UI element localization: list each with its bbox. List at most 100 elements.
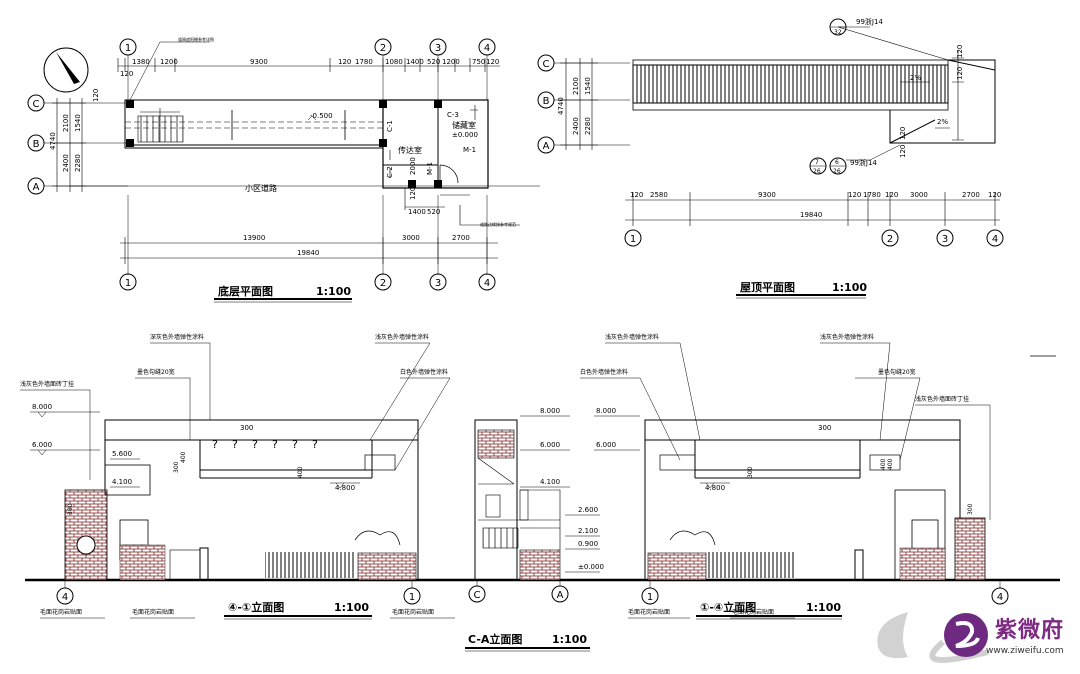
svg-text:6.000: 6.000 (32, 441, 52, 449)
roof-axis-bottom: 1 2 3 4 (624, 229, 1004, 247)
svg-text:B: B (543, 96, 550, 107)
svg-text:2700: 2700 (962, 191, 980, 199)
watermark-graphic (877, 612, 989, 663)
svg-text:26: 26 (833, 168, 841, 175)
roof-plan: C B A 4740 2100 2400 1540 2280 2% 2% 120… (537, 17, 1056, 357)
svg-text:1780: 1780 (355, 58, 373, 66)
svg-text:1400: 1400 (408, 208, 426, 216)
elevation-levels: 8.000 6.000 5.600 4.100 4.800 (30, 403, 360, 492)
svg-text:毛面花岗岩贴面: 毛面花岗岩贴面 (40, 608, 82, 616)
svg-text:C: C (543, 59, 550, 70)
svg-text:120: 120 (486, 58, 499, 66)
svg-text:2400: 2400 (572, 117, 580, 135)
bottom-dims: 13900 3000 2700 19840 (243, 234, 470, 257)
left-dims: 4740 2100 2400 1540 2280 120 (49, 89, 100, 172)
floor-plan: 1 2 3 4 120 1380 1200 9300 120 1780 1080… (27, 36, 540, 303)
svg-text:1400: 1400 (406, 58, 424, 66)
svg-text:M-1: M-1 (463, 146, 476, 154)
svg-text:0.900: 0.900 (578, 540, 598, 548)
top-dims: 120 1380 1200 9300 120 1780 1080 1400 52… (120, 58, 499, 78)
svg-text:520: 520 (427, 58, 440, 66)
roof-plan-scale: 1:100 (832, 281, 867, 294)
axis-bubbles-bottom: 1 2 3 4 (119, 273, 496, 291)
svg-text:1: 1 (125, 278, 131, 289)
north-arrow-icon (43, 47, 89, 93)
svg-text:2000: 2000 (409, 157, 417, 175)
svg-text:2580: 2580 (650, 191, 668, 199)
svg-text:墨色勾缝20宽: 墨色勾缝20宽 (878, 368, 916, 376)
svg-text:120: 120 (899, 145, 907, 158)
svg-text:1200: 1200 (442, 58, 460, 66)
svg-text:C-3: C-3 (447, 111, 459, 119)
svg-text:750: 750 (472, 58, 485, 66)
svg-text:99浙J14: 99浙J14 (850, 158, 877, 167)
svg-text:120: 120 (338, 58, 351, 66)
svg-text:2100: 2100 (62, 114, 70, 132)
svg-text:120: 120 (120, 70, 133, 78)
svg-text:300: 300 (818, 424, 831, 432)
svg-text:C: C (474, 590, 481, 601)
axis-bubbles-top: 1 2 3 4 (119, 38, 496, 56)
svg-text:300: 300 (967, 503, 974, 515)
svg-text:520: 520 (427, 208, 440, 216)
floor-plan-scale: 1:100 (316, 285, 351, 298)
svg-text:毛面花岗岩贴面: 毛面花岗岩贴面 (732, 608, 774, 616)
svg-text:9300: 9300 (250, 58, 268, 66)
svg-text:120: 120 (885, 191, 898, 199)
svg-text:8.000: 8.000 (32, 403, 52, 411)
svg-text:浅灰色外墙面砖丁挂: 浅灰色外墙面砖丁挂 (20, 380, 74, 388)
svg-text:120: 120 (988, 191, 1001, 199)
svg-text:1540: 1540 (74, 114, 82, 132)
svg-text:2: 2 (887, 234, 893, 245)
svg-text:?: ? (252, 438, 258, 451)
svg-text:3: 3 (942, 234, 948, 245)
svg-text:4.100: 4.100 (540, 478, 560, 486)
svg-text:2280: 2280 (74, 154, 82, 172)
floor-plan-labels: -0.500 储藏室 ±0.000 传达室 C-1 C-2 C-3 M-1 M-… (245, 111, 516, 227)
svg-text:-0.500: -0.500 (310, 112, 333, 120)
svg-text:6.000: 6.000 (540, 441, 560, 449)
svg-text:毛面花岗岩贴面: 毛面花岗岩贴面 (392, 608, 434, 616)
svg-text:1080: 1080 (385, 58, 403, 66)
svg-text:1: 1 (409, 592, 415, 603)
svg-text:±0.000: ±0.000 (578, 563, 604, 571)
svg-text:?: ? (272, 438, 278, 451)
svg-text:2: 2 (380, 278, 386, 289)
elevation-1-4-title: ①-④立面图 (700, 600, 756, 614)
svg-text:B: B (33, 139, 40, 150)
svg-text:4: 4 (484, 278, 490, 289)
svg-text:C: C (33, 99, 40, 110)
unknown-marks: ? ? ? ? ? ? (212, 438, 318, 451)
svg-text:300: 300 (173, 461, 180, 473)
svg-text:C-2: C-2 (386, 166, 394, 178)
svg-text:3000: 3000 (910, 191, 928, 199)
svg-text:浅灰色外墙面砖丁挂: 浅灰色外墙面砖丁挂 (915, 395, 969, 403)
elevation-1-4-levels: 8.000 6.000 4.800 (594, 407, 730, 492)
elevation-1-4: 300 300 400 400 300 8.000 6.000 4.800 浅灰… (580, 333, 1009, 620)
svg-text:8.000: 8.000 (540, 407, 560, 415)
svg-text:120: 120 (409, 187, 417, 200)
axis-bubbles-left: C B A (27, 94, 45, 195)
svg-text:2700: 2700 (452, 234, 470, 242)
svg-text:3: 3 (435, 278, 441, 289)
svg-text:1:100: 1:100 (806, 601, 841, 614)
svg-text:19840: 19840 (800, 211, 822, 219)
svg-text:A: A (557, 590, 564, 601)
svg-text:3000: 3000 (402, 234, 420, 242)
svg-text:7: 7 (815, 159, 819, 166)
svg-text:6: 6 (835, 159, 839, 166)
svg-text:?: ? (232, 438, 238, 451)
svg-text:2400: 2400 (62, 154, 70, 172)
svg-text:储藏室: 储藏室 (452, 120, 476, 130)
svg-text:2: 2 (380, 43, 386, 54)
svg-text:120: 120 (848, 191, 861, 199)
svg-text:120: 120 (956, 67, 964, 80)
svg-text:3: 3 (435, 43, 441, 54)
svg-text:4: 4 (997, 592, 1003, 603)
svg-text:1:100: 1:100 (334, 601, 369, 614)
svg-text:1200: 1200 (160, 58, 178, 66)
svg-text:?: ? (212, 438, 218, 451)
svg-text:99浙J14: 99浙J14 (856, 17, 883, 26)
brand-logo-icon (944, 613, 988, 657)
